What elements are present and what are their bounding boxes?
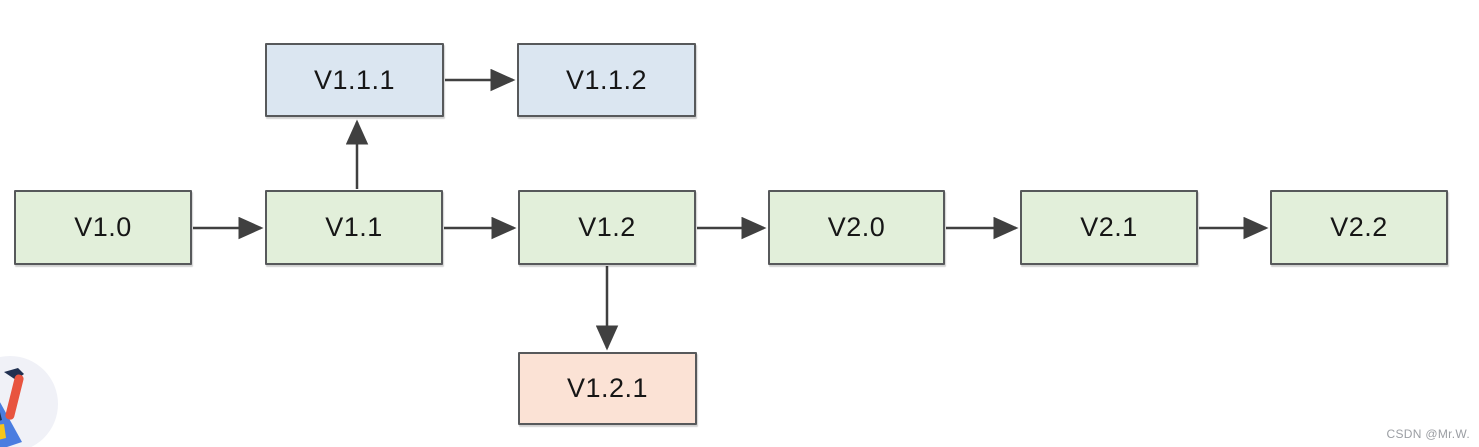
node-v1-2: V1.2 bbox=[518, 190, 696, 265]
watermark: CSDN @Mr.W. bbox=[1386, 427, 1470, 441]
node-v2-1: V2.1 bbox=[1020, 190, 1198, 265]
node-label: V1.2 bbox=[578, 212, 636, 242]
node-label: V2.2 bbox=[1330, 212, 1388, 242]
node-v1-2-1: V1.2.1 bbox=[518, 352, 697, 425]
node-v1-1-2: V1.1.2 bbox=[517, 43, 696, 117]
node-label: V1.2.1 bbox=[566, 373, 649, 403]
node-v1-1-1: V1.1.1 bbox=[265, 43, 444, 117]
node-v1-0: V1.0 bbox=[14, 190, 192, 265]
node-label: V2.0 bbox=[827, 212, 886, 242]
node-label: V1.1.2 bbox=[565, 64, 648, 95]
node-v1-1: V1.1 bbox=[265, 190, 443, 265]
node-v2-2: V2.2 bbox=[1270, 190, 1448, 265]
csdn-avatar-icon bbox=[0, 356, 58, 447]
node-label: V1.1.1 bbox=[313, 64, 396, 95]
node-label: V1.0 bbox=[74, 212, 132, 242]
node-v2-0: V2.0 bbox=[768, 190, 945, 265]
node-label: V1.1 bbox=[325, 212, 383, 242]
node-label: V2.1 bbox=[1080, 212, 1138, 242]
